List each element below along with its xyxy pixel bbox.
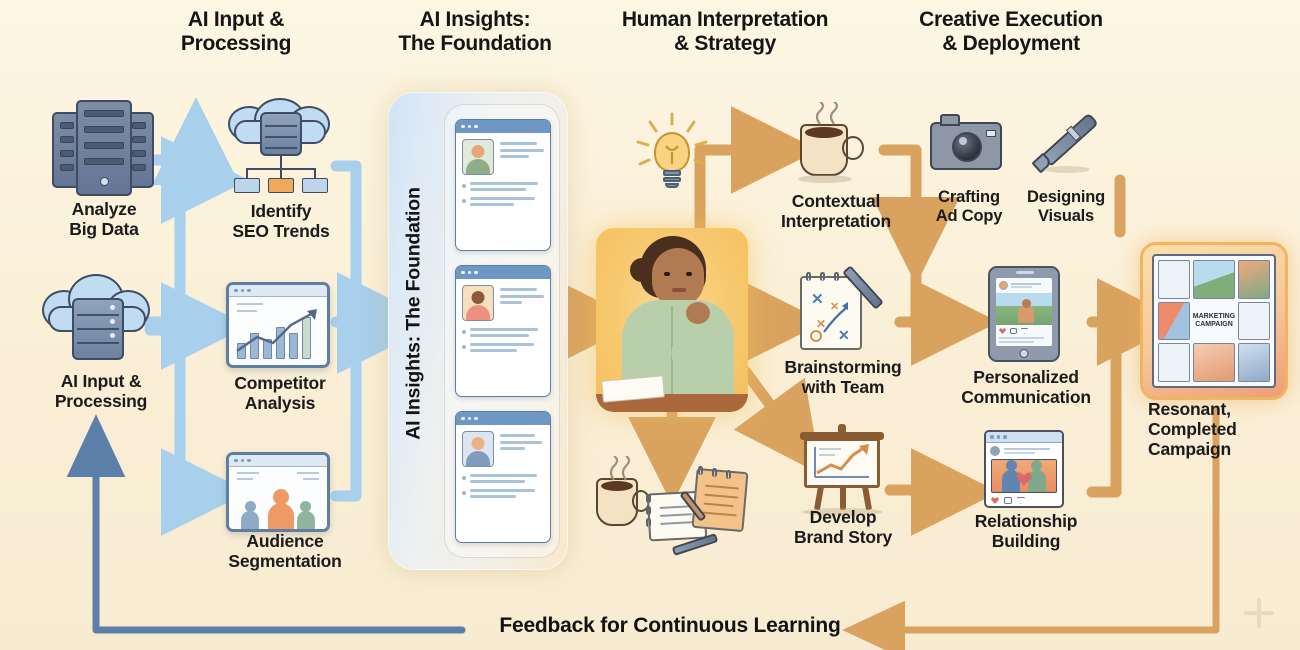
foundation-inner-column — [444, 104, 560, 558]
card-titlebar — [456, 266, 550, 279]
label-contextual-interpretation: Contextual Interpretation — [758, 191, 914, 232]
campaign-text-line-2: CAMPAIGN — [1195, 320, 1233, 328]
svg-text:✕: ✕ — [838, 327, 850, 343]
node-label-line-2: Ad Copy — [935, 206, 1003, 225]
social-post-heart-icon — [984, 430, 1064, 508]
node-label-line-2: Communication — [961, 386, 1091, 407]
node-label-line-1: Develop — [809, 507, 877, 527]
node-label-line-3: Campaign — [1148, 438, 1231, 459]
label-analyze-big-data: Analyze Big Data — [24, 199, 184, 240]
header-line-1: AI Input & — [187, 8, 285, 31]
bar-chart-screen-icon — [226, 282, 330, 368]
audience-screen-icon — [226, 452, 330, 532]
node-label-line-1: Relationship — [974, 511, 1078, 531]
header-human-interpretation-strategy: Human Interpretation & Strategy — [586, 8, 864, 55]
collage-cell — [1238, 260, 1270, 299]
node-label-line-1: Identify — [250, 201, 312, 221]
stylus-pen-icon — [1026, 104, 1106, 180]
node-label-line-1: Resonant, — [1148, 399, 1231, 419]
tablet-social-post-icon — [988, 266, 1060, 362]
camera-icon — [930, 110, 1006, 172]
label-audience-segmentation: Audience Segmentation — [190, 531, 380, 572]
label-designing-visuals: Designing Visuals — [1008, 188, 1124, 226]
card-titlebar — [456, 412, 550, 425]
label-competitor-analysis: Competitor Analysis — [200, 373, 360, 414]
node-label-line-2: Brand Story — [794, 526, 892, 547]
node-label-line-1: AI Input & — [60, 371, 142, 391]
label-ai-input-processing: AI Input & Processing — [16, 371, 186, 412]
collage-cell — [1238, 343, 1270, 382]
campaign-board-text: MARKETING CAMPAIGN — [1193, 302, 1235, 341]
node-label-line-1: Brainstorming — [784, 357, 902, 377]
campaign-text-line-1: MARKETING — [1192, 313, 1236, 321]
notepad-strategy-pen-icon: ✕ ✕ ✕ ✕ — [794, 265, 888, 354]
feedback-loop-label: Feedback for Continuous Learning — [499, 614, 841, 637]
easel-growth-chart-icon — [794, 424, 890, 516]
node-label-line-2: SEO Trends — [232, 220, 330, 241]
node-label-line-2: Building — [991, 530, 1061, 551]
node-label-line-1: Personalized — [973, 367, 1079, 387]
node-label-line-2: Visuals — [1037, 206, 1095, 225]
card-titlebar — [456, 120, 550, 133]
collage-cell — [1238, 301, 1270, 341]
avatar — [462, 285, 494, 321]
header-ai-insights-foundation: AI Insights: The Foundation — [372, 8, 578, 55]
insight-card-3[interactable] — [455, 411, 551, 543]
campaign-collage-icon: MARKETING CAMPAIGN — [1140, 242, 1288, 400]
node-label-line-2: Completed — [1148, 418, 1237, 439]
foundation-rotated-label: AI Insights: The Foundation — [402, 187, 425, 440]
header-line-1: Creative Execution — [919, 8, 1103, 31]
svg-text:✕: ✕ — [816, 317, 826, 331]
sparkle-icon — [1244, 598, 1274, 628]
lightbulb-icon — [632, 112, 710, 198]
header-creative-execution-deployment: Creative Execution & Deployment — [894, 8, 1128, 55]
insight-card-2[interactable] — [455, 265, 551, 397]
coffee-mug-icon — [794, 102, 874, 186]
header-ai-input-processing: AI Input & Processing — [130, 8, 342, 55]
collage-cell — [1158, 343, 1190, 382]
collage-cell — [1192, 343, 1236, 382]
node-label-line-2: Interpretation — [781, 210, 891, 231]
node-label-line-1: Designing — [1027, 188, 1105, 206]
node-label-line-1: Audience — [246, 531, 324, 551]
label-develop-brand-story: Develop Brand Story — [758, 507, 928, 548]
label-resonant-completed-campaign: Resonant, Completed Campaign — [1148, 399, 1298, 460]
header-line-2: The Foundation — [398, 31, 552, 55]
node-label-line-1: Competitor — [234, 373, 326, 393]
header-line-2: & Deployment — [942, 31, 1080, 55]
label-brainstorming-with-team: Brainstorming with Team — [760, 357, 926, 398]
node-label-line-2: with Team — [801, 376, 885, 397]
label-personalized-communication: Personalized Communication — [938, 367, 1114, 408]
node-label-line-1: Contextual — [791, 191, 881, 211]
header-line-1: AI Insights: — [419, 8, 531, 31]
coffee-notepad-pen-illustration — [588, 456, 758, 556]
collage-cell — [1158, 301, 1190, 341]
header-line-1: Human Interpretation — [621, 8, 829, 31]
server-rack-icon — [52, 100, 156, 196]
cloud-database-icon — [42, 272, 152, 364]
ai-insights-foundation-panel: AI Insights: The Foundation — [388, 92, 568, 570]
header-line-2: Processing — [180, 31, 292, 55]
collage-cell — [1192, 260, 1236, 299]
node-label-line-1: Crafting — [938, 188, 1000, 206]
header-line-2: & Strategy — [673, 31, 777, 55]
insight-card-1[interactable] — [455, 119, 551, 251]
avatar — [462, 139, 494, 175]
label-identify-seo-trends: Identify SEO Trends — [206, 201, 356, 242]
svg-text:✕: ✕ — [811, 291, 824, 308]
node-label-line-2: Big Data — [69, 218, 139, 239]
label-crafting-ad-copy: Crafting Ad Copy — [916, 188, 1022, 226]
woman-thinking-illustration — [596, 228, 748, 412]
svg-text:✕: ✕ — [830, 301, 839, 313]
campaign-collage-board: MARKETING CAMPAIGN — [1152, 254, 1276, 388]
avatar — [462, 431, 494, 467]
node-label-line-2: Processing — [54, 390, 148, 411]
cloud-hierarchy-icon — [226, 98, 336, 196]
label-relationship-building: Relationship Building — [944, 511, 1108, 552]
collage-cell — [1158, 260, 1190, 299]
node-label-line-2: Analysis — [244, 392, 316, 413]
node-label-line-1: Analyze — [71, 199, 137, 219]
node-label-line-2: Segmentation — [228, 550, 342, 571]
